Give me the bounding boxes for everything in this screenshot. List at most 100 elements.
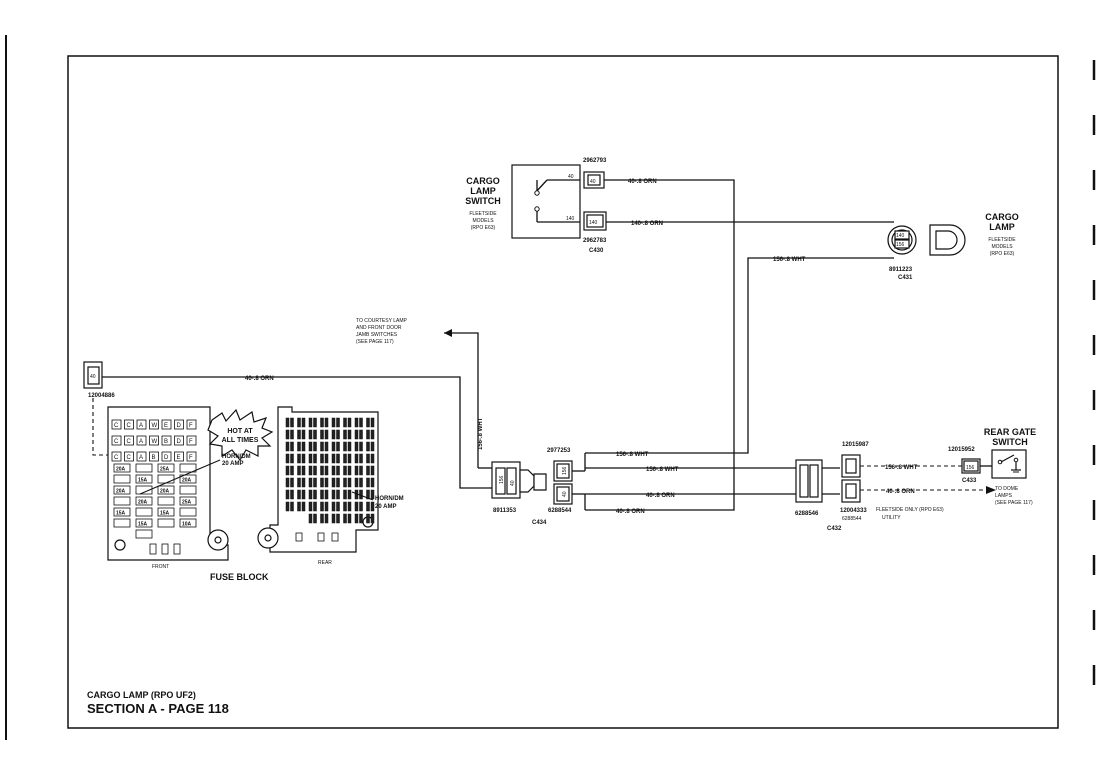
fuse-terminal-letter: D	[177, 423, 182, 429]
fuse-rating: 25A	[182, 500, 192, 506]
rear-fuse-terminal	[290, 453, 294, 464]
rear-fuse-terminal	[320, 417, 324, 428]
connector-12015987-part: 12015987	[842, 442, 869, 448]
horn-rear-line-1: HORN/DM	[375, 496, 404, 502]
rear-fuse-terminal	[347, 477, 352, 488]
fuse-terminal	[161, 435, 172, 446]
rear-fuse-terminal	[370, 465, 375, 476]
dome-arrow	[986, 486, 996, 494]
rear-fuse-terminal	[336, 453, 340, 464]
fuse-front-label: FRONT	[152, 564, 169, 570]
rear-fuse-terminal	[370, 513, 375, 524]
fuse-slot	[135, 507, 153, 517]
fuse-slot	[135, 529, 153, 539]
fuse-terminal	[149, 419, 159, 430]
dome-note-line-3: (SEE PAGE 117)	[995, 500, 1033, 506]
connector-12004886: 40 12004886	[83, 361, 115, 399]
rear-fuse-terminal	[354, 441, 359, 452]
rear-fuse-terminal	[324, 501, 329, 512]
fuse-rating: 10A	[182, 522, 192, 528]
rear-fuse-terminal	[331, 465, 336, 476]
rear-fuse-terminal	[336, 489, 340, 500]
fuse-terminal	[174, 419, 184, 430]
switch-note-line-1: FLEETSIDE	[469, 211, 497, 217]
c434-id: C434	[532, 520, 547, 526]
courtesy-note-line-4: (SEE PAGE 117)	[356, 339, 394, 345]
wire-156-label-upper: 156-.8 WHT	[616, 452, 649, 458]
fuse-block-title: FUSE BLOCK	[210, 572, 269, 582]
rear-fuse-terminal	[366, 501, 370, 512]
fuse-terminal-letter: F	[189, 439, 193, 445]
fuse-slot	[179, 496, 197, 506]
fuse-terminal	[149, 435, 159, 446]
cargo-lamp-cavity-140: 140	[896, 233, 905, 239]
rear-fuse-terminal	[370, 441, 375, 452]
c432-id: C432	[827, 526, 842, 532]
rear-fuse-terminal	[308, 417, 313, 428]
rear-fuse-terminal	[320, 429, 324, 440]
rear-fuse-terminal	[301, 501, 306, 512]
dome-note-line-1: TO DOME	[995, 486, 1019, 492]
fuse-terminal-letter: C	[114, 423, 119, 429]
rear-fuse-terminal	[359, 417, 363, 428]
rear-fuse-terminal	[313, 477, 317, 488]
fuse-terminal-letter: F	[189, 423, 193, 429]
rear-fuse-terminal	[313, 441, 317, 452]
fuse-terminal	[186, 451, 197, 462]
rear-fuse-terminal	[297, 501, 301, 512]
rear-fuse-terminal	[366, 453, 370, 464]
rear-fuse-terminal	[308, 513, 313, 524]
fuse-rear-label: REAR	[318, 560, 332, 566]
rear-fuse-terminal	[343, 513, 347, 524]
rear-fuse-terminal	[313, 453, 317, 464]
rear-fuse-terminal	[359, 465, 363, 476]
rear-fuse-terminal	[324, 441, 329, 452]
diagram-border	[67, 55, 1059, 729]
rear-fuse-terminal	[301, 489, 306, 500]
hot-note-line-2: ALL TIMES	[222, 437, 259, 444]
rear-fuse-terminal	[347, 501, 352, 512]
fuse-rating: 15A	[138, 478, 148, 484]
connector-12004886-cavity: 40	[90, 374, 96, 380]
rear-fuse-terminal	[336, 477, 340, 488]
fuse-terminal	[174, 435, 184, 446]
rear-fuse-terminal	[301, 453, 306, 464]
cargo-lamp-note-line-2: MODELS	[991, 244, 1013, 250]
courtesy-note-line-3: JAMB SWITCHES	[356, 332, 398, 338]
fuse-terminal	[174, 451, 184, 462]
rear-fuse-terminal	[366, 477, 370, 488]
fuse-terminal-letter: A	[139, 423, 143, 429]
rear-fuse-terminal	[313, 465, 317, 476]
connector-12004333-part: 12004333	[840, 508, 867, 514]
rear-fuse-terminal	[308, 453, 313, 464]
fuse-slot	[179, 474, 197, 484]
fuse-terminal-letter: E	[164, 423, 168, 429]
rear-fuse-terminal	[320, 441, 324, 452]
fuse-terminal-letter: C	[127, 439, 132, 445]
connector-2962793-part: 2962793	[583, 158, 607, 164]
fuse-terminal	[111, 451, 122, 462]
horn-front-line-2: 20 AMP	[222, 461, 243, 467]
wire-156-wht-lamp	[585, 257, 894, 454]
wire-40-label-dome: 40-.8 ORN	[886, 489, 915, 495]
rear-fuse-terminal	[308, 501, 313, 512]
rear-fuse-terminal	[313, 489, 317, 500]
wire-140-label-switch: 140-.8 ORN	[631, 221, 663, 227]
rear-fuse-terminal	[331, 477, 336, 488]
fuse-relay	[149, 543, 157, 555]
rear-fuse-terminal	[301, 417, 306, 428]
rear-fuse-terminal	[301, 465, 306, 476]
cargo-lamp: 140 156 8911223 C431 CARGO LAMP FLEETSID…	[887, 212, 1019, 281]
fuse-slot	[113, 485, 131, 495]
rear-gate-title-line-2: SWITCH	[992, 437, 1028, 447]
rear-fuse-terminal	[331, 429, 336, 440]
rear-fuse-terminal	[336, 417, 340, 428]
c434-right-cavity-40: 40	[562, 491, 568, 497]
rear-fuse-terminal	[343, 465, 347, 476]
cargo-lamp-switch: CARGO LAMP SWITCH FLEETSIDE MODELS (RPO …	[465, 164, 581, 239]
rear-fuse-terminal	[366, 441, 370, 452]
fuse-rating: 20A	[116, 489, 126, 495]
rear-fuse-terminal	[347, 453, 352, 464]
fuse-slot	[135, 463, 153, 473]
